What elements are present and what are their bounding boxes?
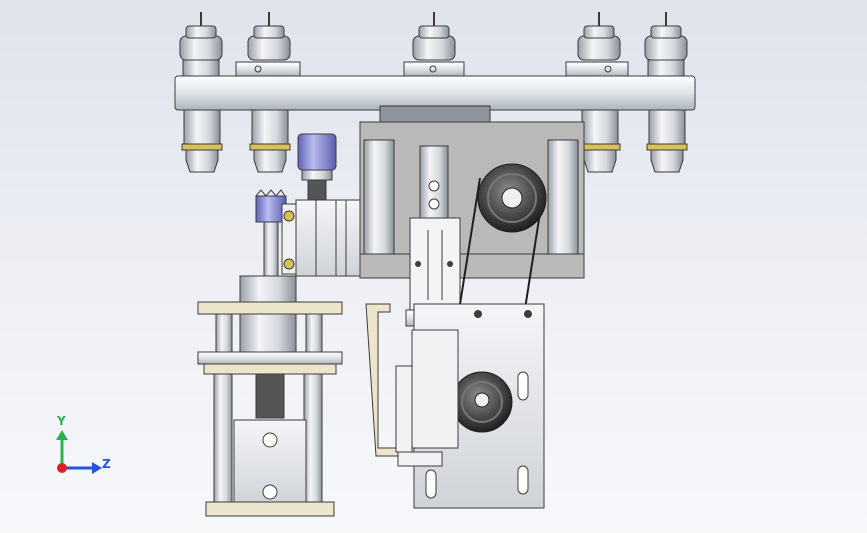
axis-triad [56,430,102,474]
nozzle-cap-4 [565,12,629,77]
side-bracket [365,303,413,457]
z-axis-label: Z [102,457,111,471]
main-housing [359,105,585,279]
belt-drive [397,163,547,509]
nozzle-body-5 [646,109,688,173]
blue-actuator [297,133,337,201]
lift-column [197,275,343,517]
upper-pulley [477,163,547,233]
gripper-unit [255,189,361,277]
x-axis-dot [57,463,67,473]
nozzle-body-1 [181,109,223,173]
nozzle-cap-5 [644,12,688,77]
y-axis-label: Y [57,414,66,428]
nozzle-cap-2 [235,12,301,77]
head-cross-bar [174,75,696,111]
nozzle-body-2 [249,109,291,173]
nozzle-body-4 [579,109,621,173]
nozzle-cap-3 [403,12,465,77]
nozzle-cap-1 [179,12,223,77]
motor-body [411,329,459,449]
lower-pulley [451,371,513,433]
